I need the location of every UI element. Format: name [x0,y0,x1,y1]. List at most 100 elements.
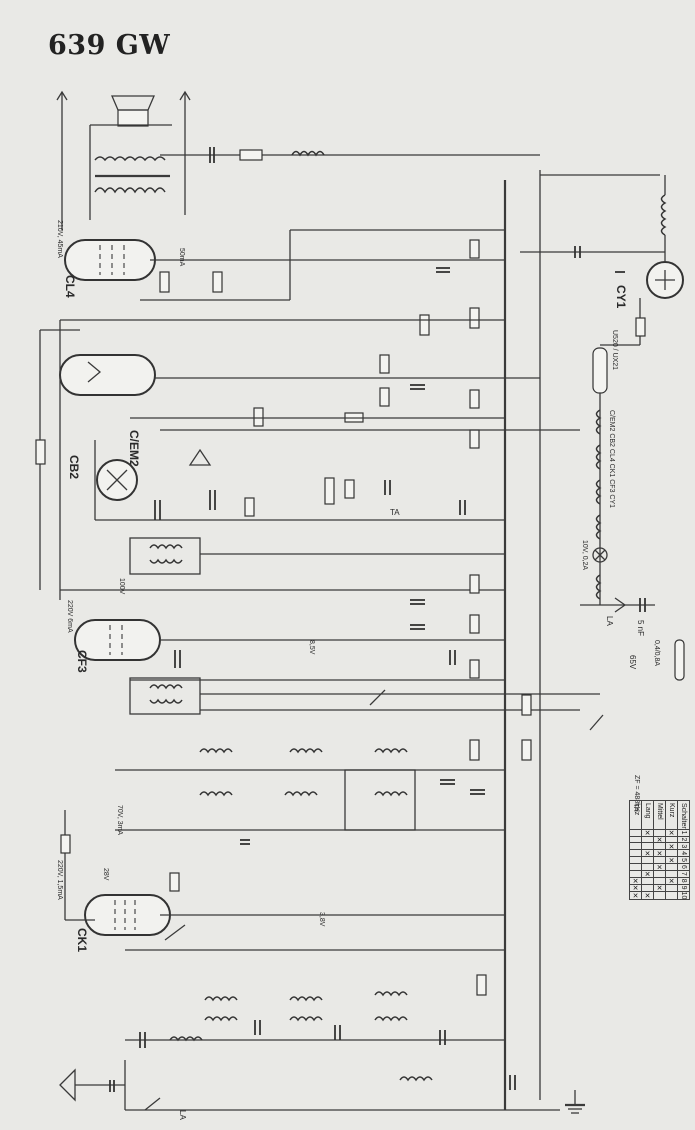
switch-table-cell [665,836,678,843]
label-cb2: CB2 [67,455,81,479]
label-ck1: CK1 [75,928,89,952]
label-mains-voltage: 65V [628,655,637,670]
switch-table-cell: ✕ [653,849,666,857]
switch-table-cell [653,870,666,878]
switch-table-cell [653,877,666,885]
schematic-title: 639 GW [48,30,171,61]
switch-table-cell [653,891,666,900]
note-cl4-supply: 210V, 45mA [56,220,63,258]
note-cl4-current: 50mA [178,248,185,267]
switch-table-cell: ✕ [653,863,666,871]
switch-table-row: Lang✕✕✕✕ [641,800,654,900]
note-ck1-anode: 28V [102,868,109,881]
tube-cy1: CY1 [614,261,684,309]
tube-cb2: CB2 [67,455,138,501]
switch-table-col-5: 5 [677,856,690,864]
label-cl4: CL4 [63,275,77,298]
switch-table-cell: ✕ [629,891,642,900]
switch-table-cell [641,884,654,892]
label-heater-series: C/EM2 CB2 CL4 CK1 CF3 CY1 [608,410,615,508]
switch-table-cell: ✕ [641,870,654,878]
label-ta-switch: TA [390,508,400,517]
if-transformer-1 [129,537,201,575]
switch-table-cell: ✕ [653,836,666,843]
label-if-frequency: ZF = 488kHz [633,775,640,816]
antenna-symbol [59,1068,125,1102]
heater-series-chain [592,347,608,600]
switch-table-cell [665,863,678,871]
switch-table-row-label: Kurz [665,800,678,830]
switch-table-cell [629,836,642,843]
switch-table-header: Schalter [677,800,690,830]
label-mains-cap: 5 nF [636,620,645,636]
switch-table-col-7: 7 [677,870,690,878]
tube-cl4: CL4 [63,239,156,298]
switch-table-col-1: 1 [677,829,690,837]
speaker [56,90,191,230]
resistor-15k [239,149,263,161]
note-cf3-supply: 220V 6mA [66,600,73,633]
switch-table-cell [629,863,642,871]
switch-table-cell [641,856,654,864]
label-la-mains: LA [605,616,614,626]
switch-table-cell [665,884,678,892]
switch-table-row-label: Mittel [653,800,666,830]
switch-table-cell [629,870,642,878]
switch-table-cell: ✕ [665,842,678,850]
switch-table-cell [641,842,654,850]
switch-table-cell [665,849,678,857]
tube-ck1: CK1 [75,894,171,952]
note-ck1-cathode: 3,8V [318,912,325,927]
label-cf3: CF3 [75,650,89,673]
tube-cem2: C/EM2 [59,354,156,467]
switch-table-cell: ✕ [641,891,654,900]
note-cf3-cathode: 8,5V [308,640,315,655]
switch-table-col-6: 6 [677,863,690,871]
switch-table-cell [653,856,666,864]
switch-table-cell: ✕ [665,856,678,864]
switch-table-cell [641,877,654,885]
note-ck1-supply: 220V, 1,5mA [56,860,63,900]
label-fuse: 0,4/0,8A [653,640,660,666]
label-cem2: C/EM2 [127,430,141,467]
switch-table-col-8: 8 [677,877,690,885]
label-la: LA [178,1110,187,1120]
switch-table-cell: ✕ [641,849,654,857]
fuse [674,639,685,681]
switch-table-row: Mittel ✕ ✕ ✕ ✕ [653,800,666,900]
switch-table-col-3: 3 [677,842,690,850]
switch-table-cell [665,870,678,878]
switch-table-cell [629,849,642,857]
switch-table-cell [653,842,666,850]
label-ua-tube: U520 / UX21 [611,330,618,370]
switch-table-cell [653,829,666,837]
note-ck1-grid: 70V, 3mA [116,805,123,835]
switch-table-cell: ✕ [665,829,678,837]
switch-table-cell [629,829,642,837]
label-cy1: CY1 [614,285,628,309]
if-transformer-2 [129,677,201,715]
switch-table-cell [641,863,654,871]
switch-table-cell: ✕ [641,829,654,837]
switch-table-cell: ✕ [629,884,642,892]
tube-cf3: CF3 [74,619,161,673]
output-transformer [89,124,172,220]
switch-table-cell [665,891,678,900]
switch-table-col-10: 10 [677,891,690,900]
ground-symbol [565,1090,585,1114]
switch-table-cell: ✕ [629,877,642,885]
switch-table-cell: ✕ [653,884,666,892]
switch-table-col-9: 9 [677,884,690,892]
switch-table-col-4: 4 [677,849,690,857]
switch-table-cell [629,842,642,850]
switch-table-row: Kurz✕✕✕✕ [665,800,678,900]
note-cf3-anode: 100V [118,578,125,595]
switch-table-row-label: Lang [641,800,654,830]
switch-table-cell [641,836,654,843]
label-pilot-lamp: 10V, 0,2A [581,540,588,570]
switch-table-cell: ✕ [665,877,678,885]
switch-table-row: TA✕✕✕ [629,800,642,900]
switch-table-col-2: 2 [677,836,690,843]
